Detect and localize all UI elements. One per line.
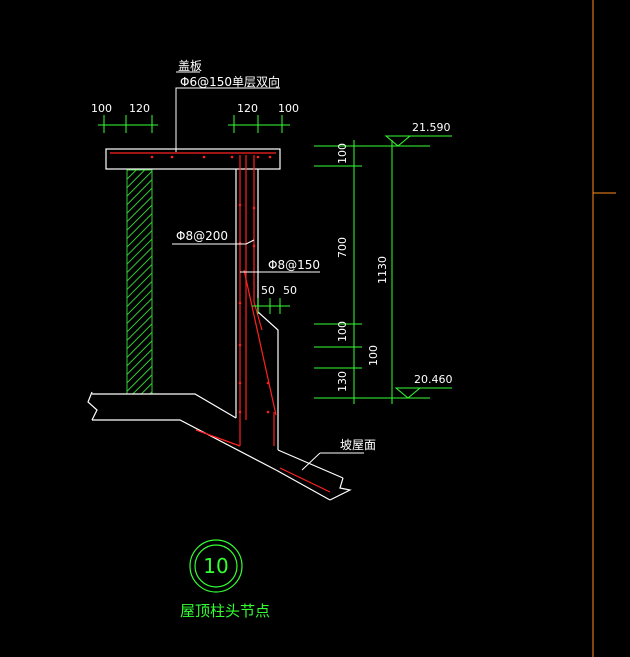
detail-symbol: 10 <box>189 539 243 593</box>
dim-offset-a: 50 <box>261 284 275 297</box>
dim-top-left-b: 120 <box>129 102 150 115</box>
elevation-top: 21.590 <box>412 121 451 134</box>
dim-v1: 100 <box>336 143 349 164</box>
dim-v2: 700 <box>336 237 349 258</box>
cover-rebar-label: Φ6@150单层双向 <box>180 74 280 89</box>
elevation-bottom: 20.460 <box>414 373 453 386</box>
dim-top-left-a: 100 <box>91 102 112 115</box>
detail-number: 10 <box>203 554 228 578</box>
dim-top-right-a: 120 <box>237 102 258 115</box>
roof-slab-label: 坡屋面 <box>340 438 376 452</box>
dim-total: 1130 <box>376 256 389 284</box>
drawing-frame <box>592 0 616 657</box>
top-dimension-text: 100 120 120 100 50 50 <box>91 102 299 297</box>
cover-plate-label: 盖板 <box>178 59 202 73</box>
stirrup-rebar-label: Φ8@200 <box>176 229 228 243</box>
cover-plate <box>105 148 281 170</box>
vertical-dimension-text: 100 700 100 100 130 1130 21.590 20.460 <box>336 121 453 392</box>
rebar-dots <box>150 155 272 414</box>
dim-offset-b: 50 <box>283 284 297 297</box>
cover-plate-leader <box>175 71 280 152</box>
concrete-outline <box>87 169 352 501</box>
detail-title: 屋顶柱头节点 <box>180 602 270 620</box>
top-dimension-lines <box>98 115 290 314</box>
brick-wall <box>126 169 153 395</box>
dim-v5: 130 <box>336 371 349 392</box>
dim-v4: 100 <box>367 345 380 366</box>
rebar-leaders <box>172 239 364 471</box>
dim-v3: 100 <box>336 321 349 342</box>
vertical-rebar-label: Φ8@150 <box>268 258 320 272</box>
vertical-dimension-lines <box>314 135 452 404</box>
dim-top-right-b: 100 <box>278 102 299 115</box>
rebar-lines <box>110 152 331 493</box>
